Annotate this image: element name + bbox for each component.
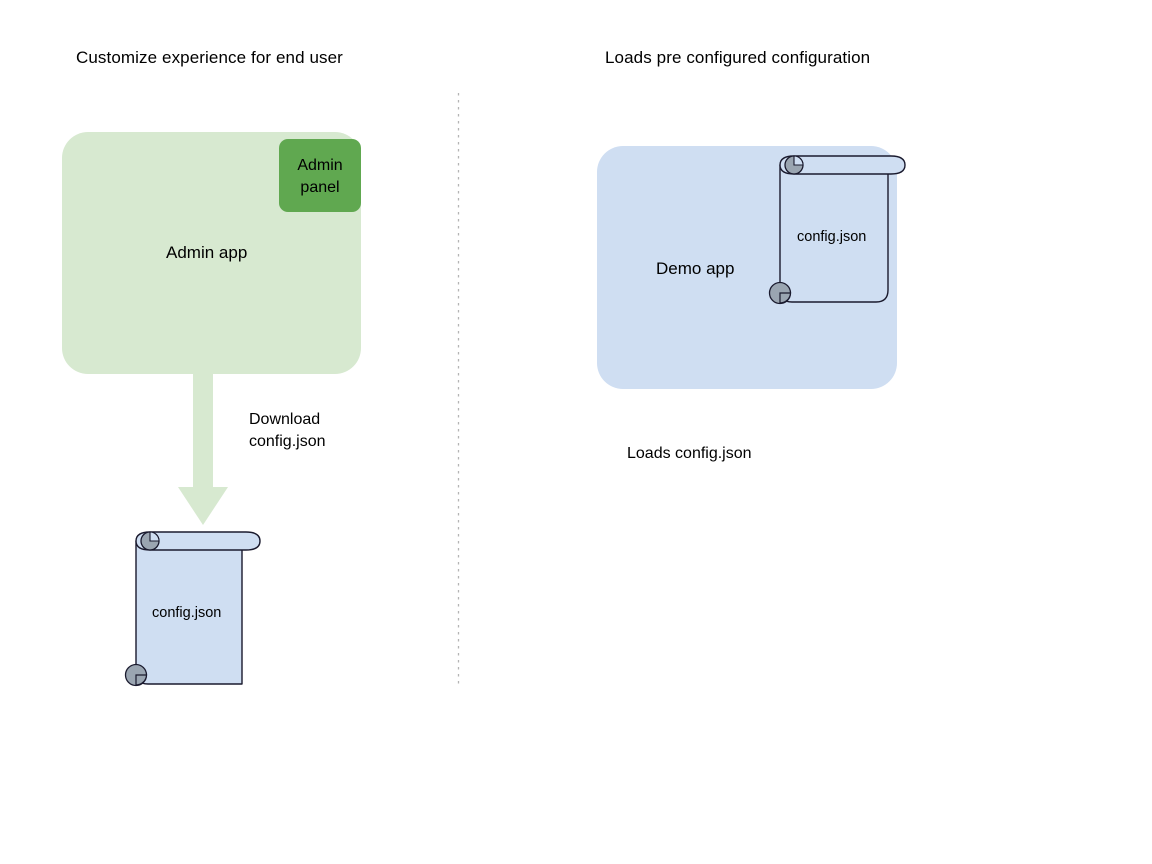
download-arrow-label-line2: config.json	[249, 433, 326, 451]
demo-app-label: Demo app	[656, 259, 735, 278]
admin-panel-badge[interactable]	[279, 139, 361, 212]
loads-config-caption: Loads config.json	[627, 445, 752, 462]
right-column-heading: Loads pre configured configuration	[605, 48, 871, 67]
admin-panel-badge-line1: Admin	[297, 157, 343, 174]
document-bottom-roll-curl	[779, 292, 792, 304]
config-json-label-left: config.json	[152, 605, 222, 621]
config-json-label-right: config.json	[797, 229, 867, 245]
document-bottom-roll-curl	[135, 674, 148, 686]
config-json-document-right[interactable]	[768, 155, 906, 305]
config-json-document-left[interactable]	[124, 531, 261, 687]
admin-panel-badge-line2: panel	[300, 179, 340, 197]
download-arrow-label-line1: Download	[249, 411, 321, 428]
admin-app-label: Admin app	[166, 243, 248, 262]
download-arrow	[178, 372, 228, 525]
document-top-roll-curl	[149, 531, 160, 542]
left-column-heading: Customize experience for end user	[76, 48, 343, 67]
admin-panel-badge-label: Admin panel	[279, 155, 361, 199]
document-top-roll	[135, 531, 261, 551]
download-arrow-label: Download config.json	[249, 409, 326, 453]
document-top-roll-curl	[793, 155, 804, 166]
document-top-roll	[779, 155, 906, 175]
